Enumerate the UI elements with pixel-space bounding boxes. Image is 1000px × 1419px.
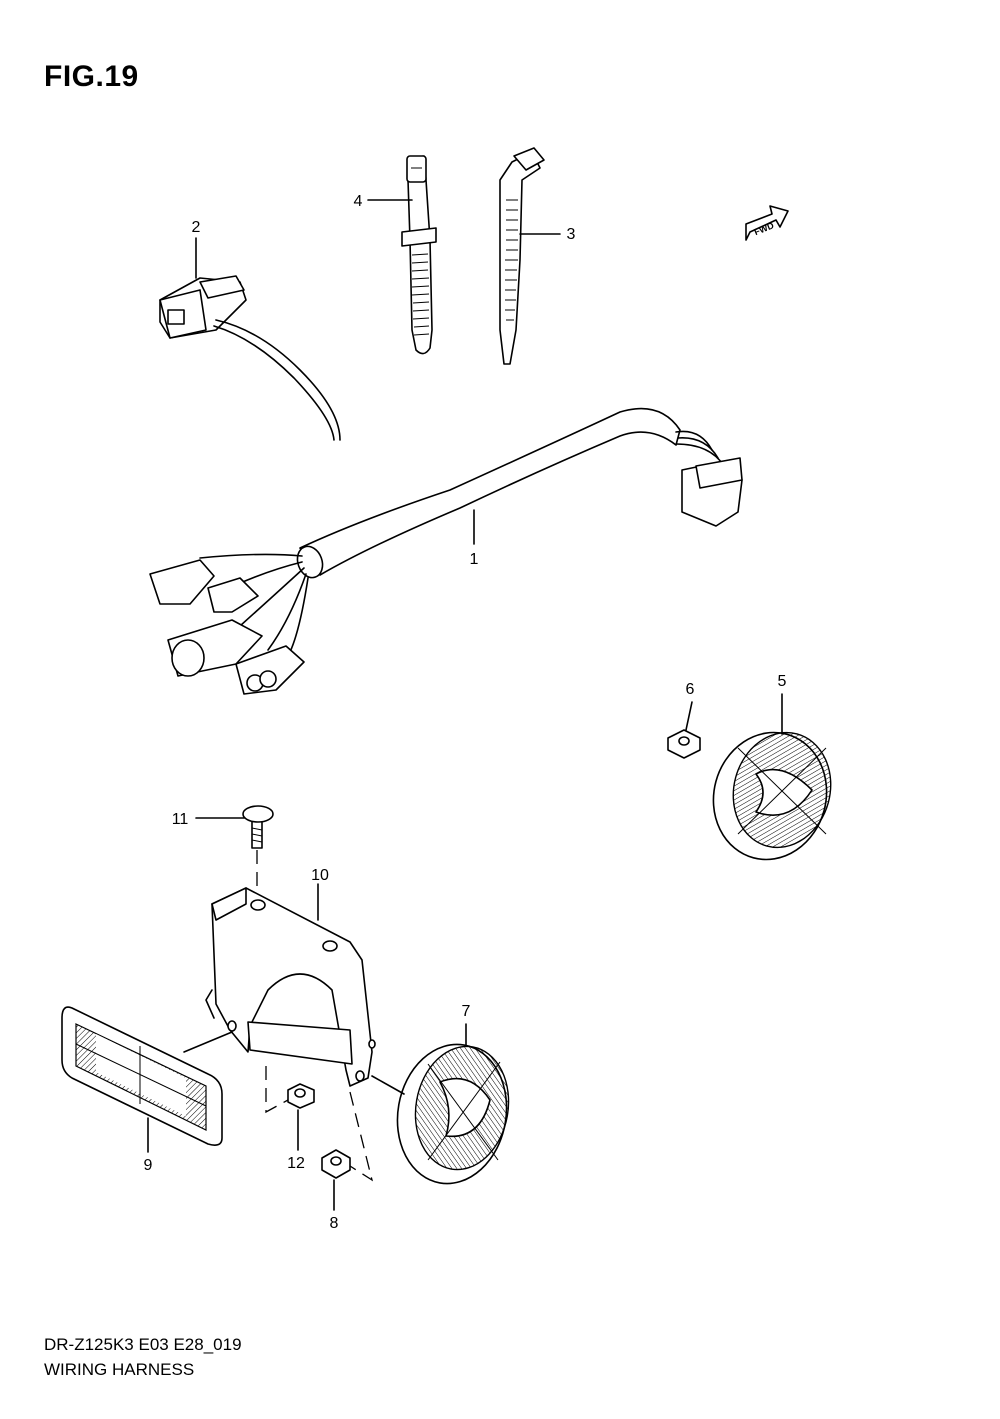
callout-7: 7: [462, 1003, 471, 1020]
callout-8: 8: [330, 1215, 339, 1232]
part-12-nut: [265, 1066, 315, 1114]
fwd-arrow-icon: FWD: [745, 205, 789, 241]
part-10-bracket: [205, 887, 376, 1087]
part-11-screw: [242, 805, 274, 900]
leader-lines: [147, 199, 783, 1211]
part-8-nut: [321, 1091, 374, 1182]
callout-11: 11: [172, 811, 189, 828]
callout-10: 10: [311, 867, 329, 884]
part-6-nut: [667, 729, 701, 759]
part-2-switch: [159, 275, 341, 441]
part-1-wiring-harness: [149, 407, 743, 695]
part-7-reflector: [371, 1043, 510, 1185]
figure-title: FIG.19: [44, 60, 139, 93]
part-5-reflector: [712, 731, 832, 861]
callout-5: 5: [778, 673, 787, 690]
callout-4: 4: [354, 193, 363, 210]
callout-9: 9: [144, 1157, 153, 1174]
part-9-reflector: [61, 1006, 233, 1146]
callout-1: 1: [470, 551, 479, 568]
callout-12: 12: [287, 1155, 305, 1172]
callout-3: 3: [567, 226, 576, 243]
part-3-cable-tie: [499, 147, 545, 365]
callout-2: 2: [192, 219, 201, 236]
figure-code: DR-Z125K3 E03 E28_019: [44, 1335, 242, 1354]
part-4-cable-tie: [401, 155, 437, 355]
figure-name: WIRING HARNESS: [44, 1360, 195, 1379]
callout-6: 6: [686, 681, 695, 698]
